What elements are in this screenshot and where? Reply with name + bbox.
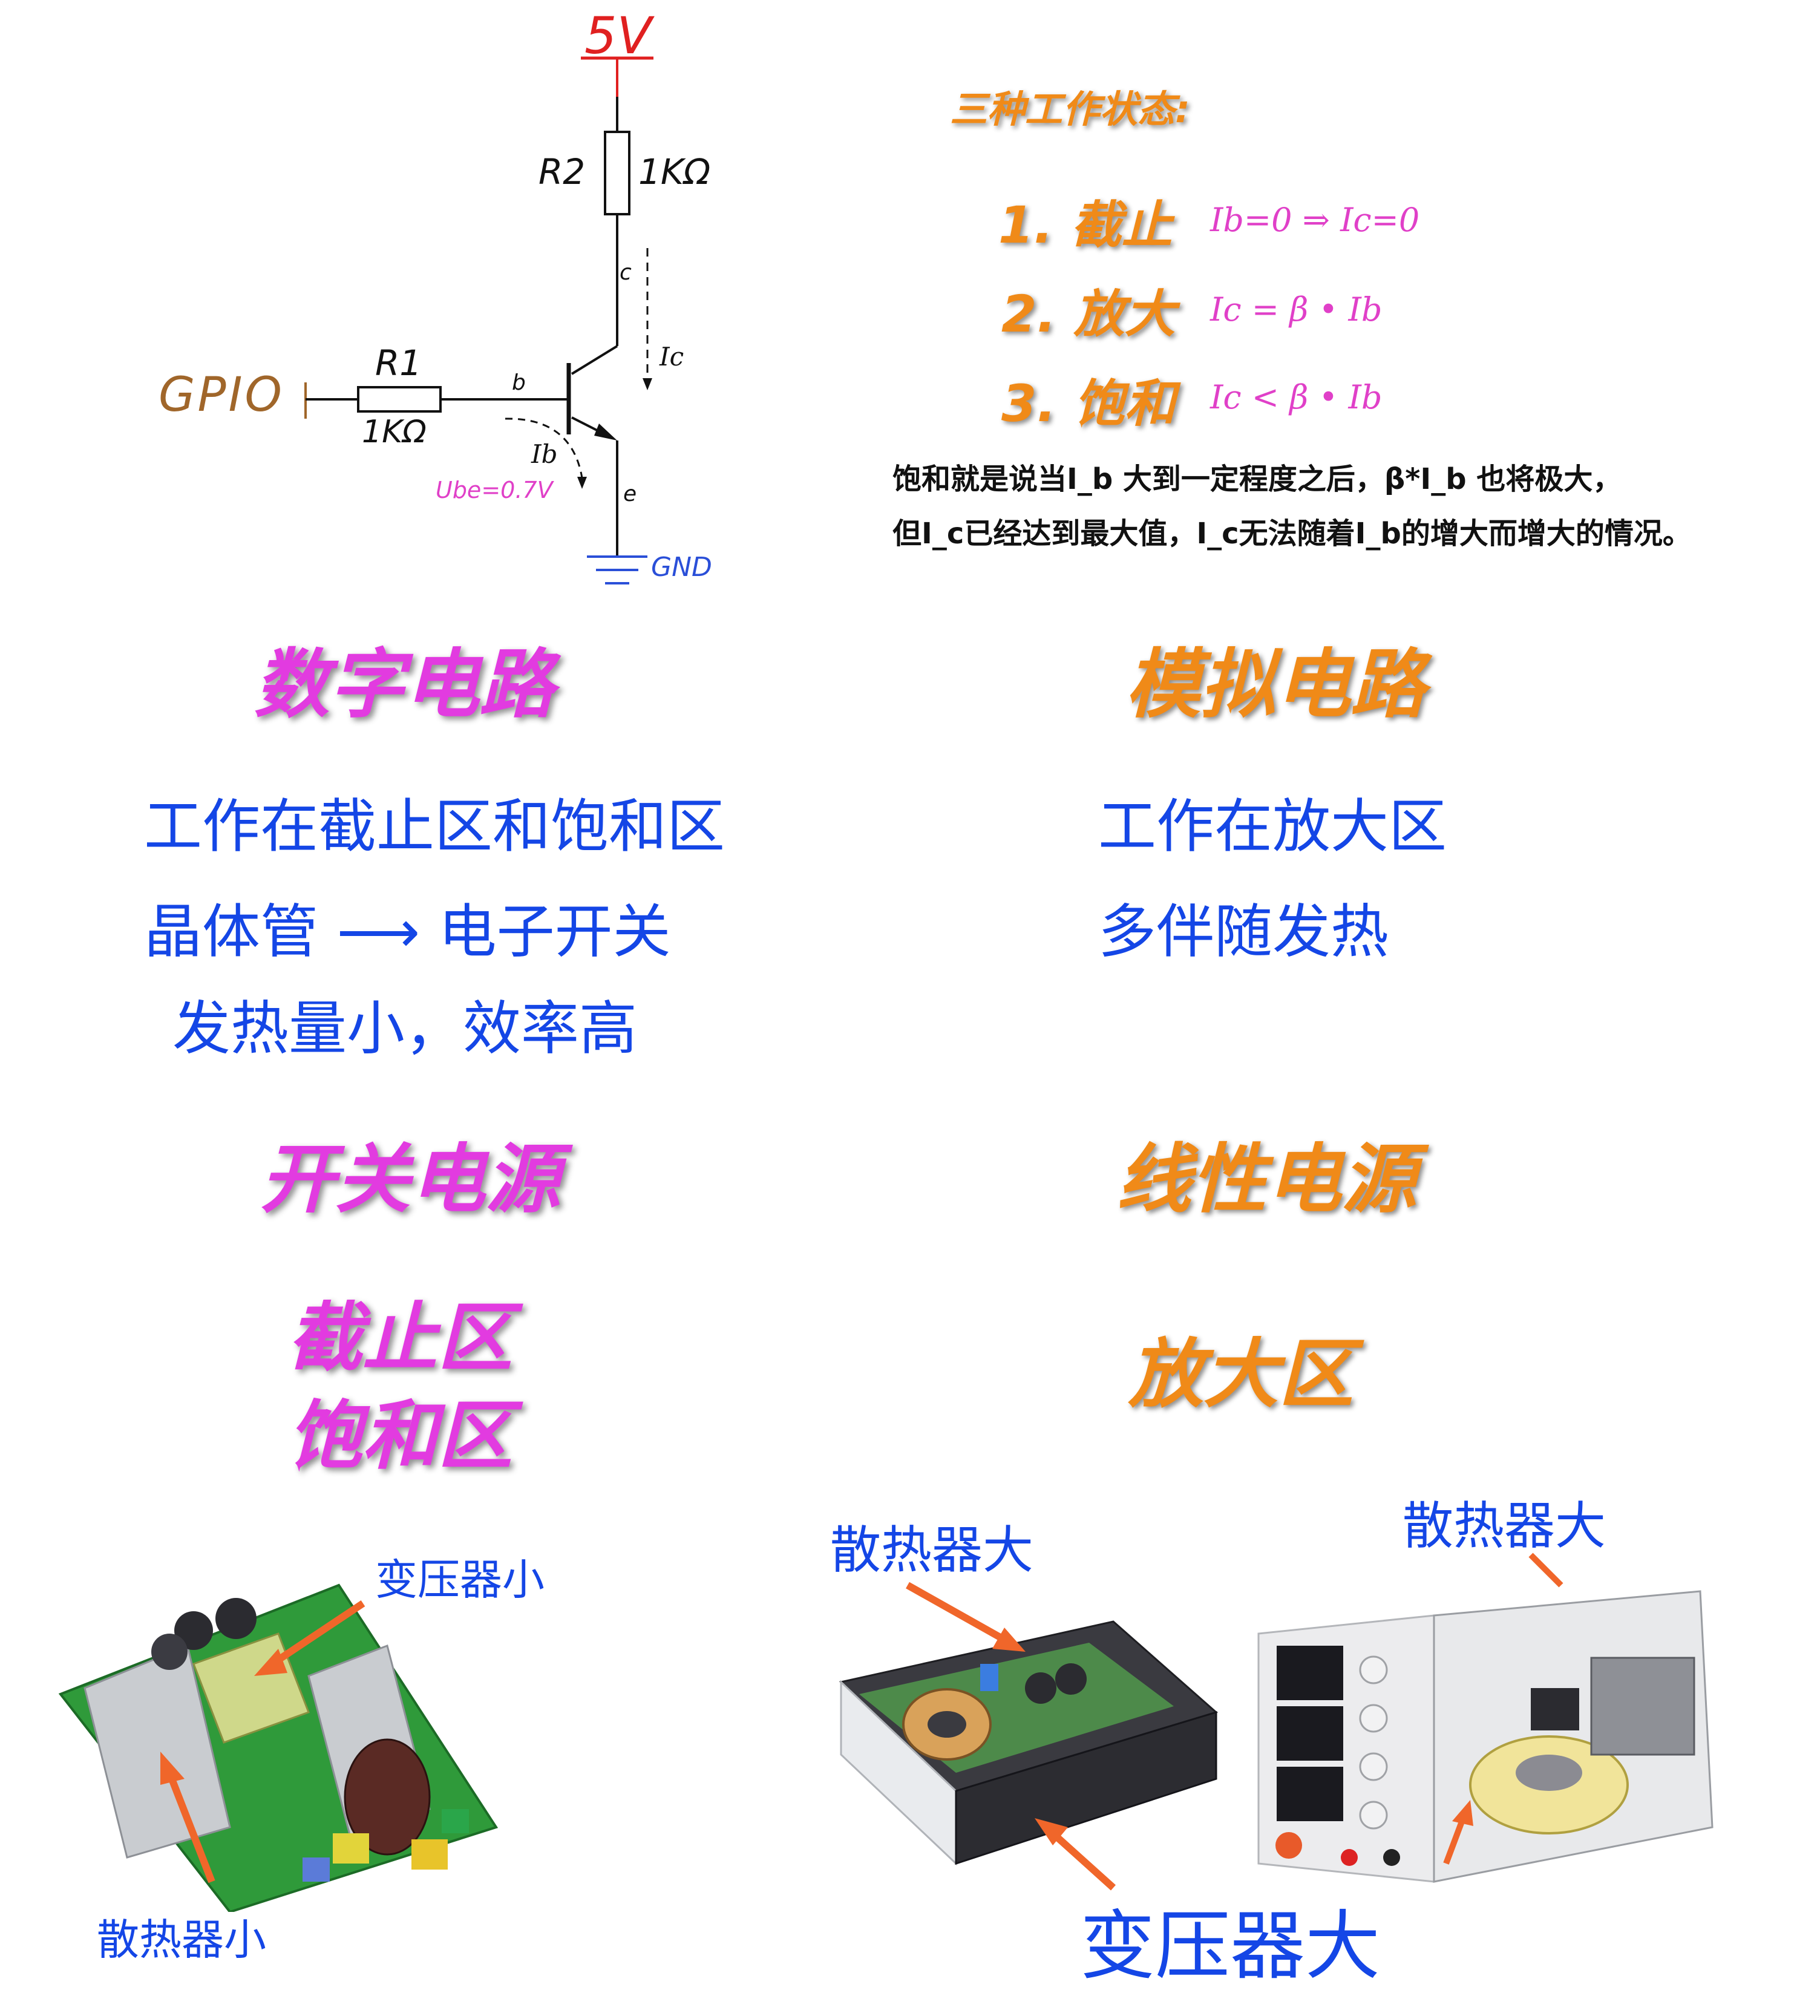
state-cutoff-formula: Ib=0 ⇒ Ic=0: [1210, 201, 1420, 239]
ib-label: Ib: [531, 439, 558, 469]
collector-label: c: [620, 260, 632, 285]
r2-resistor: [604, 131, 630, 215]
gnd-label: GND: [651, 552, 712, 583]
state-amplify-label: 2. 放大: [1001, 284, 1176, 344]
digital-line1: 工作在截止区和饱和区: [144, 793, 725, 860]
transistor-schematic: [304, 56, 653, 584]
right-photo-arrows: [1443, 1553, 1563, 1865]
saturation-note-line2: 但I_c已经达到最大值，I_c无法随着I_b的增大而增大的情况。: [892, 517, 1692, 551]
switching-region-cutoff: 截止区: [287, 1295, 513, 1382]
digital-line3: 发热量小，效率高: [172, 995, 637, 1062]
linear-psu-case-image: [839, 1620, 1219, 1866]
left-transformer-label: 变压器小: [375, 1555, 545, 1605]
state-saturation-label: 3. 饱和: [1001, 374, 1176, 433]
analog-line1: 工作在放大区: [1098, 793, 1447, 860]
linear-region-amplify: 放大区: [1128, 1331, 1354, 1418]
states-heading: 三种工作状态:: [950, 87, 1190, 131]
r1-label: R1: [375, 342, 422, 384]
r1-value: 1KΩ: [362, 414, 427, 450]
gpio-label: GPIO: [159, 368, 284, 422]
left-photo-arrows: [160, 1600, 365, 1883]
saturation-note-line1: 饱和就是说当I_b 大到一定程度之后，β*I_b 也将极大，: [892, 462, 1622, 496]
ic-label: Ic: [660, 342, 684, 371]
linear-psu-title: 线性电源: [1116, 1136, 1417, 1223]
bottom-transformer-label: 变压器大: [1080, 1903, 1381, 1990]
state-amplify-formula: Ic = β • Ib: [1210, 290, 1383, 329]
switching-psu-title: 开关电源: [260, 1136, 561, 1223]
emitter-label: e: [623, 482, 637, 506]
digital-circuit-title: 数字电路: [254, 641, 555, 728]
r2-value: 1KΩ: [638, 151, 711, 192]
bench-power-supply-image: [1257, 1590, 1714, 1883]
state-cutoff-label: 1. 截止: [998, 195, 1173, 255]
analog-circuit-title: 模拟电路: [1125, 641, 1426, 728]
analog-line2: 多伴随发热: [1098, 898, 1389, 966]
vcc-label: 5V: [584, 6, 652, 65]
switching-psu-board-image: [58, 1583, 499, 1912]
middle-photo-arrows: [906, 1582, 1116, 1891]
left-heatsink-label: 散热器小: [97, 1915, 266, 1965]
middle-heatsink-label: 散热器大: [830, 1520, 1034, 1580]
right-heatsink-label: 散热器大: [1403, 1496, 1606, 1556]
digital-line2: 晶体管 ⟶ 电子开关: [144, 898, 671, 966]
switching-region-saturation: 饱和区: [287, 1393, 513, 1480]
ube-label: Ube=0.7V: [436, 477, 553, 503]
state-saturation-formula: Ic < β • Ib: [1210, 378, 1383, 416]
base-label: b: [512, 370, 526, 395]
r2-label: R2: [538, 151, 586, 192]
r1-resistor: [357, 386, 442, 413]
